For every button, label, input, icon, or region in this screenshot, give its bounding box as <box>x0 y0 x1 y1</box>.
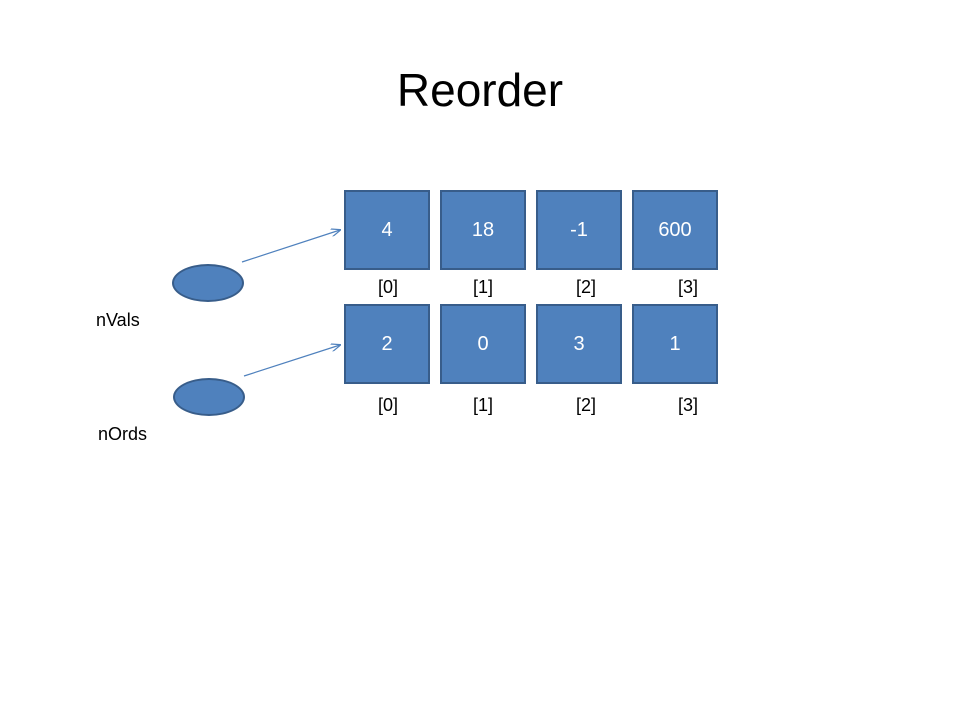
nvals-pointer-arrow <box>241 230 340 263</box>
nvals-label: nVals <box>96 310 140 330</box>
nords-label: nOrds <box>98 424 148 444</box>
nords-cell-1: 0 <box>440 304 526 384</box>
nvals-cell-3: 600 <box>632 190 718 270</box>
nvals-cell-1: 18 <box>440 190 526 270</box>
nvals-index-1: [1] <box>472 277 493 297</box>
nords-cell-0: 2 <box>344 304 430 384</box>
nvals-pointer <box>172 264 244 302</box>
nords-index-1: [1] <box>472 395 493 415</box>
nords-pointer <box>173 378 245 416</box>
nvals-cell-2: -1 <box>536 190 622 270</box>
page-title: Reorder <box>396 64 564 116</box>
nvals-index-2: [2] <box>575 277 596 297</box>
nords-index-2: [2] <box>575 395 596 415</box>
nords-index-0: [0] <box>377 395 398 415</box>
nvals-index-0: [0] <box>377 277 398 297</box>
nords-index-3: [3] <box>677 395 698 415</box>
nvals-cell-0: 4 <box>344 190 430 270</box>
nvals-index-3: [3] <box>677 277 698 297</box>
nords-pointer-arrow <box>243 345 340 377</box>
nords-cell-2: 3 <box>536 304 622 384</box>
nords-cell-3: 1 <box>632 304 718 384</box>
